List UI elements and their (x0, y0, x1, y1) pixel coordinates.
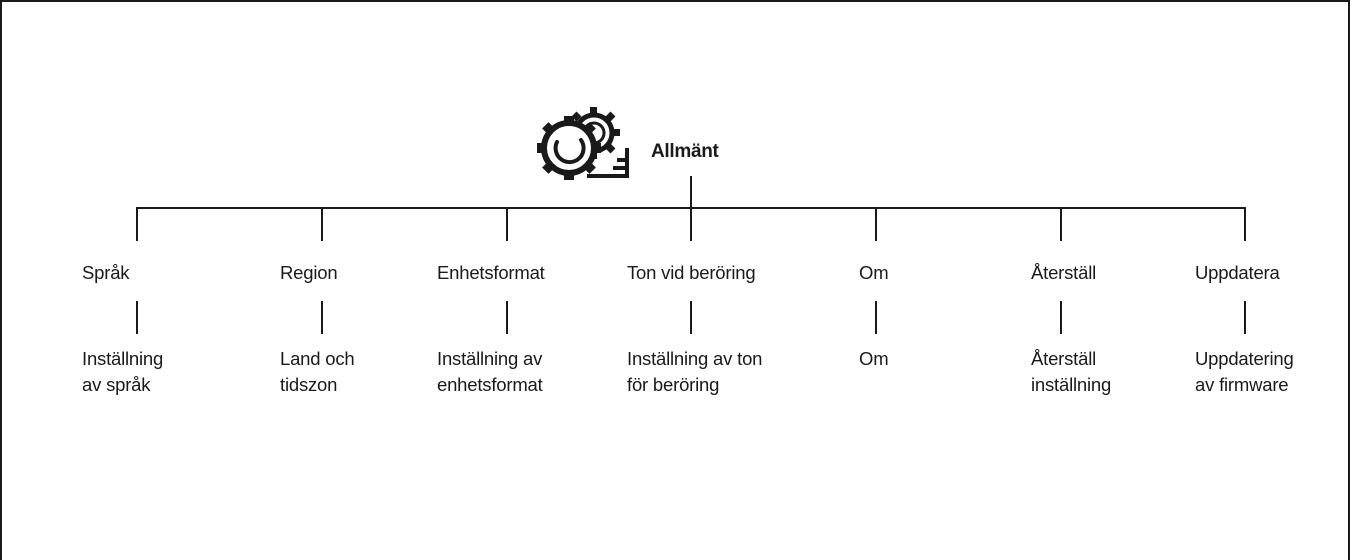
desc-line: Uppdatering (1195, 348, 1294, 369)
desc-line: Inställning av (437, 348, 543, 369)
desc-line: Återställ (1031, 348, 1097, 369)
branch-desc-om: Om (859, 346, 889, 372)
settings-gears-icon (537, 107, 629, 180)
desc-line: tidszon (280, 374, 338, 395)
connector-lines (136, 176, 1246, 334)
root-node-label: Allmänt (651, 141, 719, 162)
branch-label-region: Region (280, 262, 338, 283)
desc-line: Land och (280, 348, 355, 369)
branch-desc-region: Land och tidszon (280, 346, 355, 398)
branch-label-om: Om (859, 262, 889, 283)
branch-desc-aterstall: Återställ inställning (1031, 346, 1111, 398)
branch-label-sprak: Språk (82, 262, 130, 283)
desc-line: Inställning av ton (627, 348, 763, 369)
desc-line: Inställning (82, 348, 164, 369)
branch-desc-ton-vid-beroring: Inställning av ton för beröring (627, 346, 762, 398)
desc-line: Om (859, 348, 889, 369)
branch-label-uppdatera: Uppdatera (1195, 262, 1280, 283)
desc-line: för beröring (627, 374, 720, 395)
branch-label-enhetsformat: Enhetsformat (437, 262, 545, 283)
desc-line: enhetsformat (437, 374, 543, 395)
branch-desc-sprak: Inställning av språk (82, 346, 163, 398)
desc-line: av språk (82, 374, 151, 395)
branch-label-aterstall: Återställ (1031, 262, 1097, 283)
branch-desc-enhetsformat: Inställning av enhetsformat (437, 346, 543, 398)
branch-desc-uppdatera: Uppdatering av firmware (1195, 346, 1294, 398)
desc-line: av firmware (1195, 374, 1289, 395)
branch-label-ton-vid-beroring: Ton vid beröring (627, 262, 756, 283)
desc-line: inställning (1031, 374, 1112, 395)
